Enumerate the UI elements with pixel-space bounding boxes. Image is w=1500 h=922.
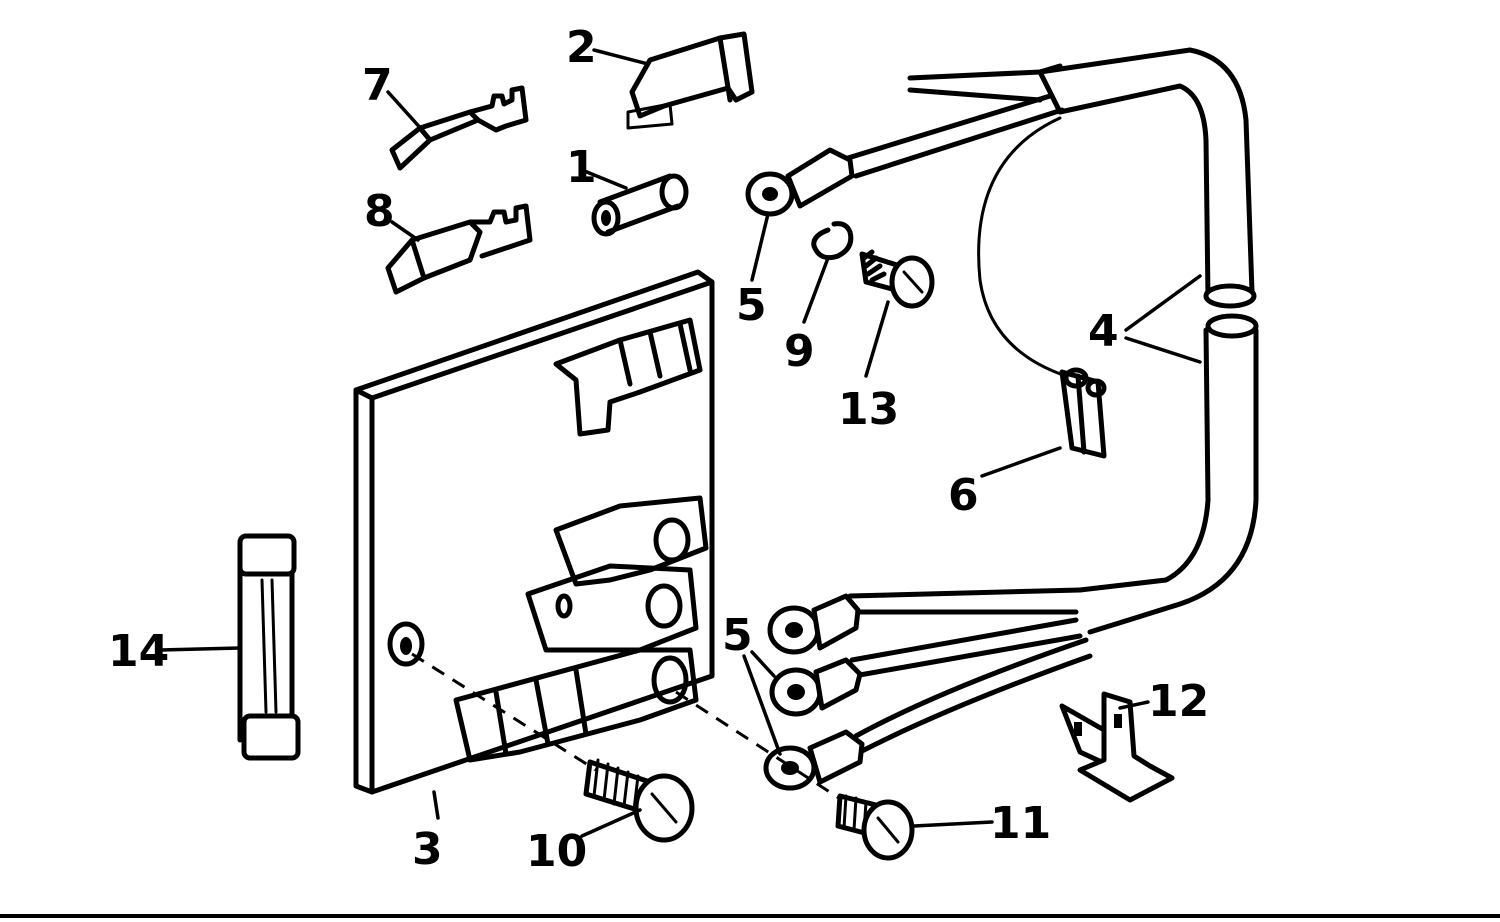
part-13-screw [859,249,935,309]
callout-12: 12 [1148,676,1209,727]
part-14-fuse [237,533,301,761]
part-9-lock-washer [811,221,854,261]
callout-9: 9 [784,326,815,377]
callout-14: 14 [108,626,169,677]
part-11-screw [835,793,915,861]
callout-3: 3 [412,824,443,875]
part-8-terminal [385,203,533,295]
leader-lines [158,48,1202,838]
callout-6: 6 [948,470,979,521]
part-3-board [353,269,715,795]
part-2-clip [626,31,755,130]
part-1-sleeve [591,173,689,237]
callout-8: 8 [364,186,395,237]
callout-11: 11 [990,798,1051,849]
callout-5-lower: 5 [722,610,753,661]
callout-7: 7 [362,60,393,111]
callout-5-upper: 5 [736,280,767,331]
part-12-bracket [1059,691,1175,803]
part-10-screw [583,758,695,843]
assembly-lines [411,652,843,802]
callout-13: 13 [838,384,899,435]
part-6-tab-connector [1059,367,1107,459]
callout-4: 4 [1088,306,1119,357]
part-4-harness [845,47,1259,755]
callout-1: 1 [566,142,597,193]
part-5-ring-terminals [745,147,865,791]
callout-2: 2 [566,22,597,73]
callout-labels: 1 2 3 4 5 5 6 7 8 9 10 11 12 13 14 [108,22,1209,877]
callout-10: 10 [526,826,587,877]
part-7-terminal [389,85,529,171]
